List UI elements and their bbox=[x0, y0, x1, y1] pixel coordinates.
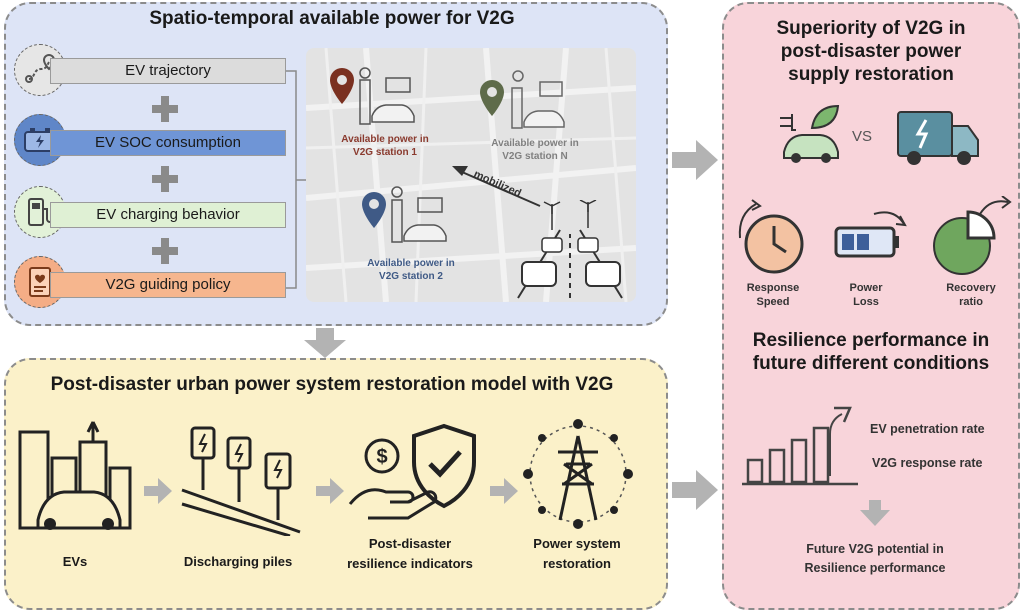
transmission-tower-icon bbox=[523, 419, 633, 529]
down-arrow-small bbox=[860, 500, 890, 526]
bottom-panel-title: Post-disaster urban power system restora… bbox=[50, 374, 614, 395]
metric-recovery-ratio: Recovery ratio bbox=[946, 282, 996, 308]
stage-arrow-icon bbox=[144, 478, 172, 504]
vs-label: VS bbox=[852, 128, 873, 145]
resilience-title: Resilience performance in future differe… bbox=[752, 330, 990, 374]
stage-discharging-piles: Discharging piles bbox=[183, 554, 293, 569]
factor-ev-trajectory: EV trajectory bbox=[50, 58, 286, 84]
battery-level-icon bbox=[834, 211, 907, 258]
city-ev-icon bbox=[18, 421, 132, 530]
shield-money-icon: $ bbox=[348, 423, 476, 520]
plus-icon bbox=[152, 238, 178, 264]
traffic-road-icon bbox=[517, 200, 623, 299]
future-potential-label: Future V2G potential in Resilience perfo… bbox=[804, 542, 946, 575]
charging-piles-icon bbox=[181, 426, 301, 536]
factor-charging-behavior: EV charging behavior bbox=[50, 202, 286, 228]
clock-icon bbox=[738, 199, 804, 274]
stage-resilience-indicators: Post-disaster resilience indicators bbox=[347, 536, 473, 571]
right-arrow-bottom bbox=[672, 470, 718, 510]
top-panel-title: Spatio-temporal available power for V2G bbox=[149, 8, 515, 29]
condition-v2g-response: V2G response rate bbox=[872, 456, 983, 470]
station-n-label: Available power in V2G station N bbox=[491, 138, 579, 162]
plus-icon bbox=[152, 166, 178, 192]
metric-response-speed: Response Speed bbox=[746, 282, 800, 308]
bracket-connector bbox=[286, 70, 308, 289]
right-panel-title: Superiority of V2G in post-disaster powe… bbox=[776, 18, 966, 85]
stage-evs: EVs bbox=[62, 554, 88, 569]
generator-truck-icon bbox=[897, 111, 979, 165]
right-arrow-top bbox=[672, 140, 718, 180]
growth-bars-icon bbox=[742, 406, 858, 486]
stage-arrow-icon bbox=[490, 478, 518, 504]
stage-power-restoration: Power system restoration bbox=[533, 536, 621, 571]
down-arrow bbox=[304, 328, 346, 358]
mobilized-arrow bbox=[452, 166, 541, 207]
v2g-station-2-icon bbox=[362, 186, 447, 243]
pie-chart-icon bbox=[933, 196, 1012, 275]
v2g-station-n-icon bbox=[480, 70, 565, 129]
stage-arrow-icon bbox=[316, 478, 344, 504]
factor-ev-soc: EV SOC consumption bbox=[50, 130, 286, 156]
superiority-panel bbox=[722, 2, 1020, 610]
v2g-station-1-icon bbox=[330, 67, 415, 125]
ev-leaf-icon bbox=[780, 104, 840, 163]
station-1-label: Available power in V2G station 1 bbox=[341, 134, 429, 158]
svg-text:$: $ bbox=[376, 446, 387, 468]
factor-v2g-policy: V2G guiding policy bbox=[50, 272, 286, 298]
condition-ev-penetration: EV penetration rate bbox=[870, 422, 985, 436]
metric-power-loss: Power Loss bbox=[849, 282, 883, 308]
plus-icon bbox=[152, 96, 178, 122]
station-2-label: Available power in V2G station 2 bbox=[367, 258, 455, 282]
